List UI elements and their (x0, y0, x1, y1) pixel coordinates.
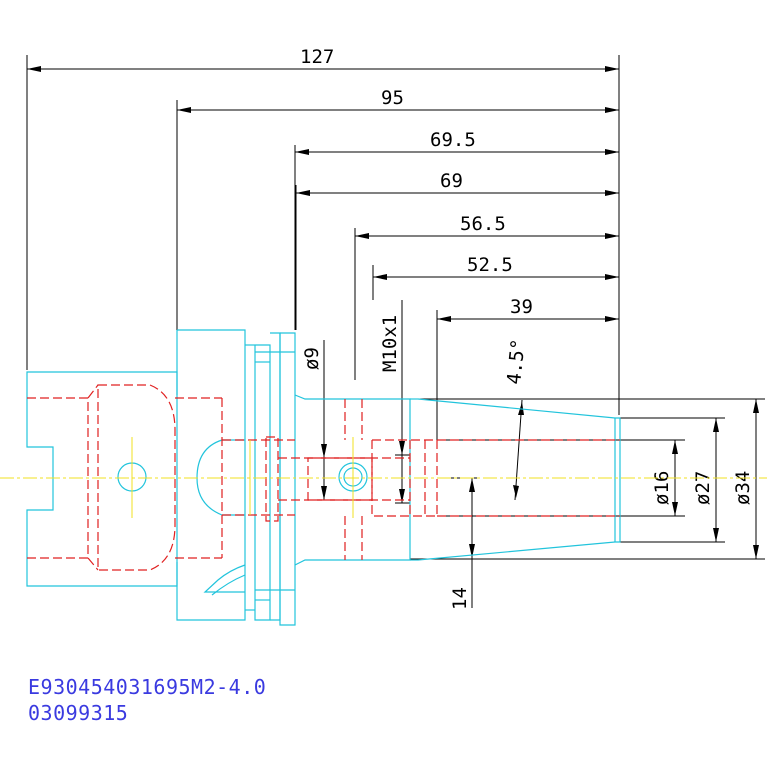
dim-angle: 4.5° (503, 338, 530, 386)
diameter-dimensions: ø16 ø27 ø34 (410, 398, 765, 560)
part-number-line1: E930454031695M2-4.0 (28, 675, 266, 699)
center-lines (0, 437, 767, 518)
dim-127: 127 (300, 46, 334, 68)
dim-69-5: 69.5 (430, 129, 476, 151)
hidden-lines (27, 384, 620, 571)
dim-14: 14 (449, 587, 471, 610)
dim-39: 39 (510, 296, 533, 318)
part-number-line2: 03099315 (28, 701, 128, 725)
part-number-block: E930454031695M2-4.0 03099315 (28, 675, 266, 725)
dim-dia9: ø9 (301, 347, 323, 370)
dim-dia16: ø16 (651, 471, 673, 505)
inner-dimensions: ø9 M10x1 4.5° 14 (301, 300, 530, 610)
dim-52-5: 52.5 (467, 254, 513, 276)
dim-dia34: ø34 (732, 471, 754, 505)
horizontal-dimensions: 127 95 69.5 69 56.5 52.5 39 (26, 46, 620, 440)
dim-69: 69 (440, 170, 463, 192)
dim-95: 95 (381, 87, 404, 109)
dim-56-5: 56.5 (460, 213, 506, 235)
dim-dia27: ø27 (692, 471, 714, 505)
dim-thread: M10x1 (379, 315, 401, 372)
